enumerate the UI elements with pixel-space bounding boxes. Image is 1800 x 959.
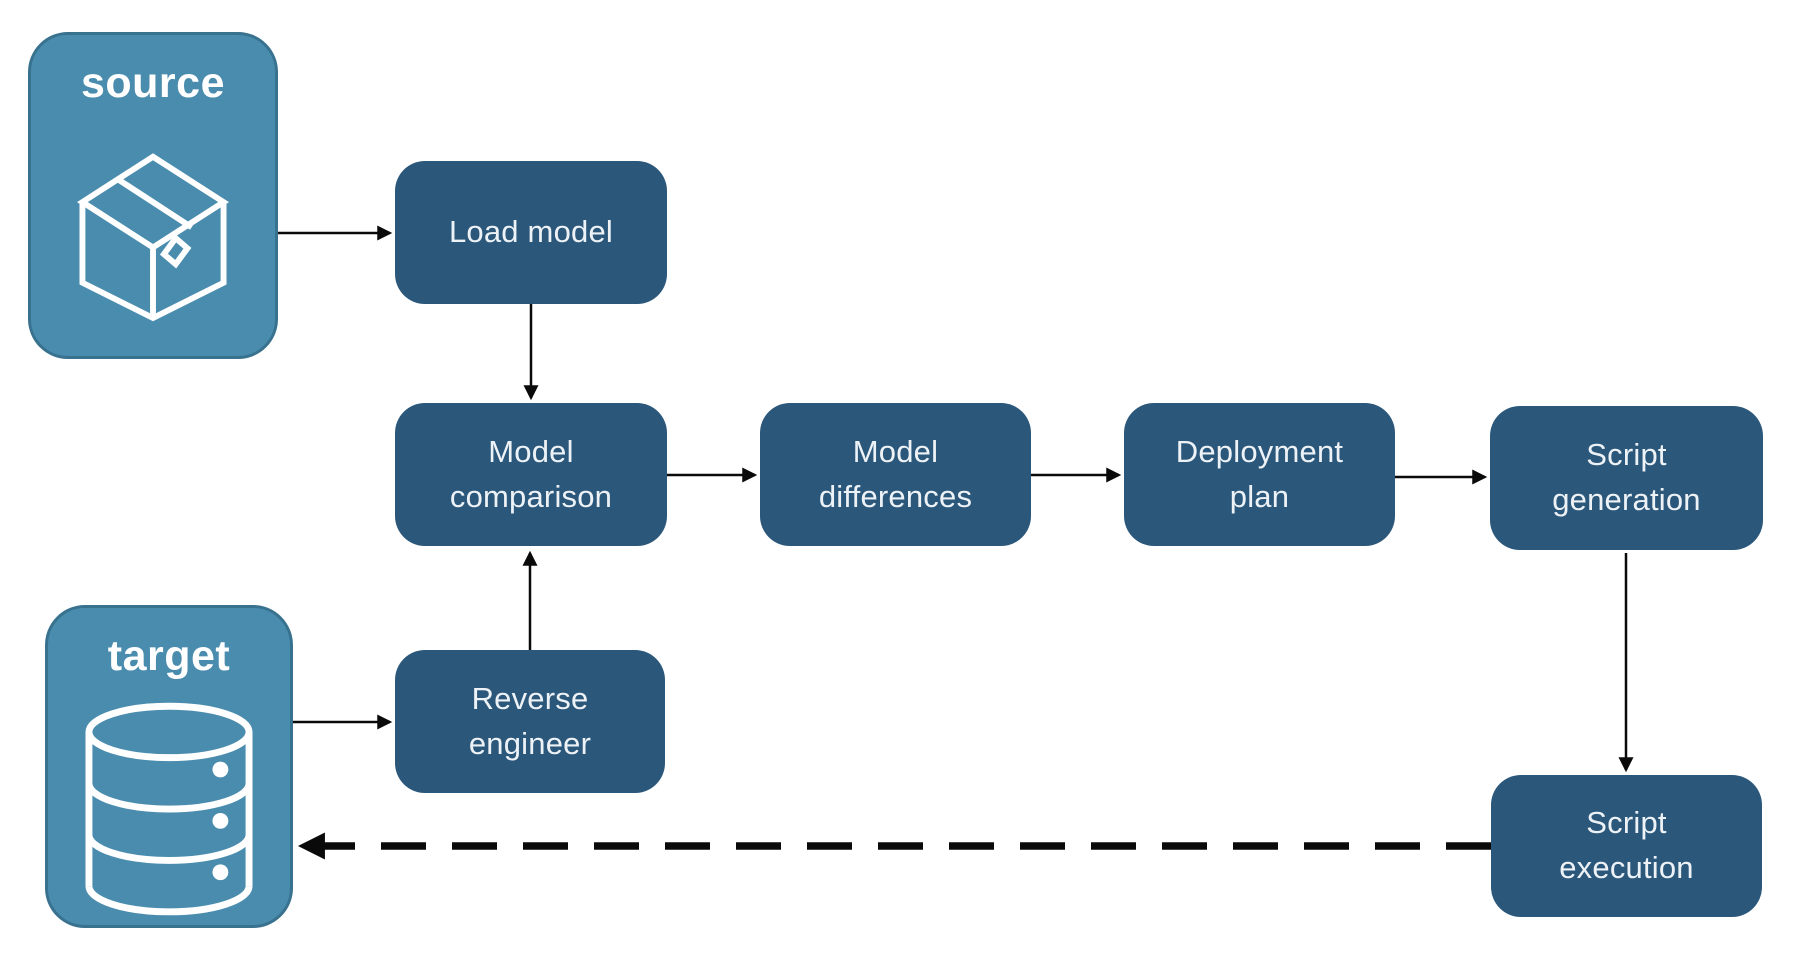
node-script-generation: Script generation — [1490, 406, 1763, 550]
node-label: Load model — [448, 214, 613, 250]
node-model-comparison: Model comparison — [395, 403, 667, 546]
package-icon — [77, 153, 229, 322]
container-target: target — [45, 605, 293, 928]
node-label: Deployment plan — [1175, 433, 1344, 514]
node-deployment-plan: Deployment plan — [1124, 403, 1395, 546]
target-label: target — [107, 632, 231, 680]
database-icon — [85, 702, 253, 916]
node-script-execution: Script execution — [1491, 775, 1762, 917]
container-source: source — [28, 32, 278, 359]
node-label: Model comparison — [449, 433, 613, 514]
node-model-differences: Model differences — [760, 403, 1031, 546]
node-reverse-engineer: Reverse engineer — [395, 650, 665, 793]
node-label: Script execution — [1559, 805, 1694, 885]
node-label: Reverse engineer — [468, 680, 592, 761]
node-load-model: Load model — [395, 161, 667, 304]
source-label: source — [80, 59, 225, 107]
node-label: Script generation — [1552, 437, 1701, 517]
node-label: Model differences — [818, 433, 973, 514]
